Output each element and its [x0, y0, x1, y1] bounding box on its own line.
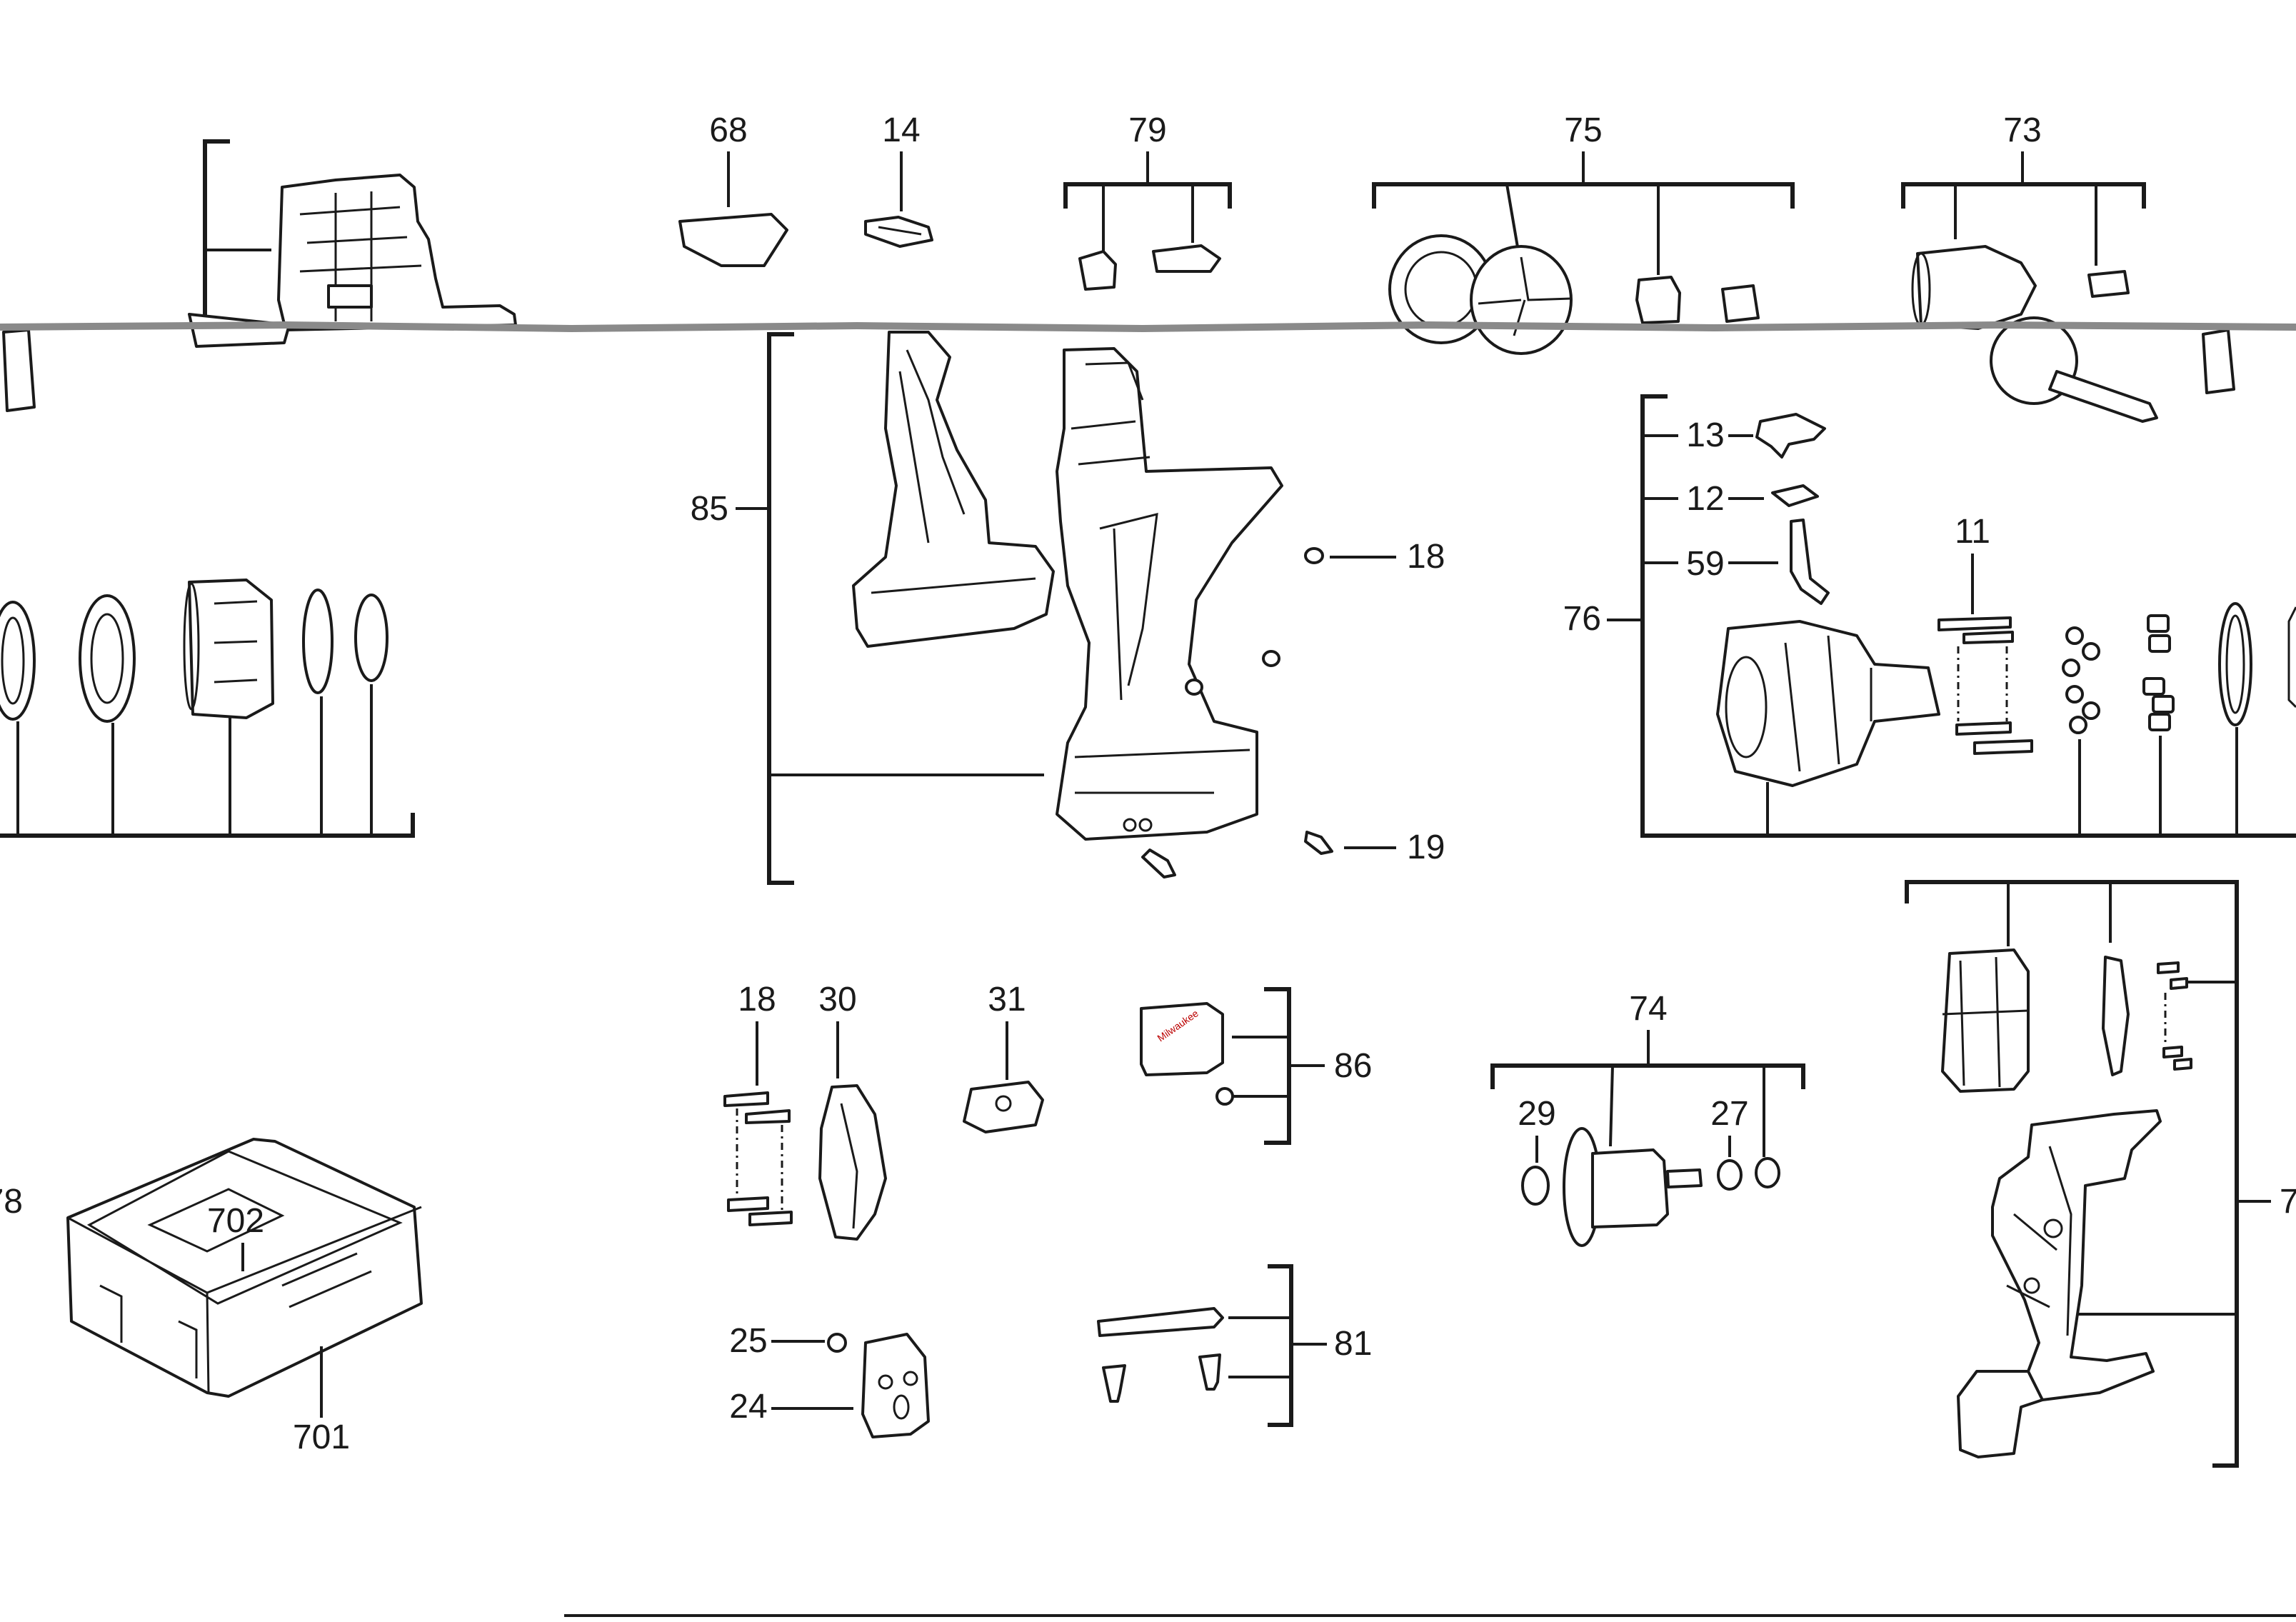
callout-86: 86: [1334, 1047, 1372, 1085]
part-85-handle-housing: 85: [691, 331, 1283, 885]
part-31: 31: [963, 981, 1044, 1133]
part-25: 25: [729, 1322, 847, 1360]
carry-case: 78 702 701: [0, 1138, 423, 1456]
part-14: 14: [864, 111, 933, 248]
part-86: 86 Milwaukee: [1140, 987, 1372, 1145]
callout-14: 14: [882, 111, 920, 149]
housing-half-top-left: [2, 139, 517, 412]
callout-25: 25: [729, 1322, 767, 1360]
callout-29: 29: [1518, 1095, 1555, 1133]
part-79: 79: [1063, 111, 1232, 291]
callout-76: 76: [1563, 600, 1601, 638]
roller-set: [2142, 614, 2175, 731]
part-68: 68: [678, 111, 788, 267]
callout-73: 73: [2003, 111, 2041, 149]
callout-74: 74: [1629, 990, 1667, 1028]
part-75: 75: [1372, 111, 1795, 355]
callout-13: 13: [1686, 416, 1724, 454]
part-76-gearbox: 76 13 12 59 11: [1563, 394, 2296, 838]
part-19-screw: 19: [1304, 828, 1445, 866]
part-18-screw: 18: [1141, 538, 1445, 878]
callout-19: 19: [1407, 828, 1445, 866]
callout-68: 68: [709, 111, 747, 149]
callout-27: 27: [1710, 1095, 1748, 1133]
callout-79: 79: [1128, 111, 1166, 149]
callout-59: 59: [1686, 545, 1724, 583]
callout-7: 7: [2280, 1183, 2296, 1221]
callout-75: 75: [1564, 111, 1602, 149]
callout-85: 85: [691, 490, 728, 528]
callout-24: 24: [729, 1388, 767, 1426]
part-74-motor: 74 29 27: [1490, 990, 1805, 1247]
part-24: 24: [729, 1333, 930, 1438]
part-81: 81: [1097, 1264, 1372, 1427]
callout-11: 11: [1955, 513, 1990, 551]
callout-12: 12: [1686, 480, 1724, 518]
ball-set: [2062, 626, 2100, 734]
callout-702: 702: [207, 1202, 264, 1240]
callout-18-top: 18: [1407, 538, 1445, 576]
part-30: 30: [818, 981, 887, 1241]
part-7-electronics: 7: [1905, 880, 2296, 1468]
tear-line: [0, 321, 2296, 333]
callout-78: 78: [0, 1183, 23, 1221]
callout-701: 701: [293, 1418, 350, 1456]
gear-parts-left: [0, 579, 415, 838]
callout-30: 30: [818, 981, 856, 1018]
callout-81: 81: [1334, 1325, 1372, 1363]
callout-31: 31: [988, 981, 1026, 1018]
part-73: 73: [1901, 111, 2235, 423]
callout-18-bottom: 18: [738, 981, 776, 1018]
part-18-screws-bottom: 18: [723, 981, 793, 1226]
